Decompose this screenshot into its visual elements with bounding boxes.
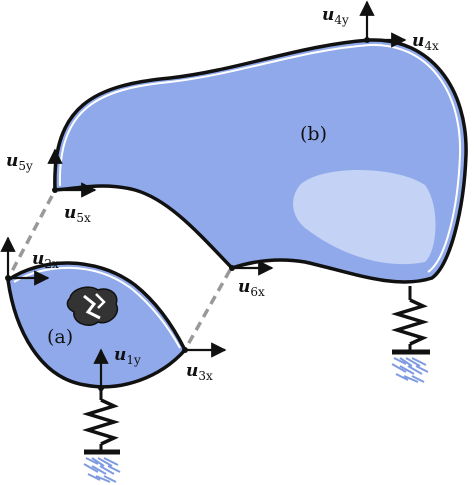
body-b: [53, 38, 468, 284]
body-b-highlight: [293, 170, 436, 265]
label-u4x: u4x: [412, 31, 439, 53]
region-label-b: (b): [300, 123, 327, 145]
body-a-shape: [6, 261, 188, 389]
label-u2x: u2x: [32, 249, 59, 271]
label-u5x: u5x: [64, 203, 91, 225]
body-b-inner-edge: [58, 43, 462, 273]
dof-arrows: [0, 0, 407, 388]
label-u5y: u5y: [6, 151, 33, 173]
label-u1y: u1y: [114, 345, 141, 367]
connector-6-3: [184, 269, 232, 349]
ground-hatch-b: [391, 357, 429, 383]
spring-support-b: [391, 286, 430, 383]
label-u6x: u6x: [238, 277, 265, 299]
crack-damage-icon: [66, 286, 119, 326]
spring-support-a: [82, 388, 121, 483]
label-u4y: u4y: [322, 5, 349, 27]
label-u3x: u3x: [186, 361, 213, 383]
ground-hatch-a: [83, 457, 121, 483]
region-label-a: (a): [47, 326, 73, 348]
body-a: [6, 261, 188, 389]
